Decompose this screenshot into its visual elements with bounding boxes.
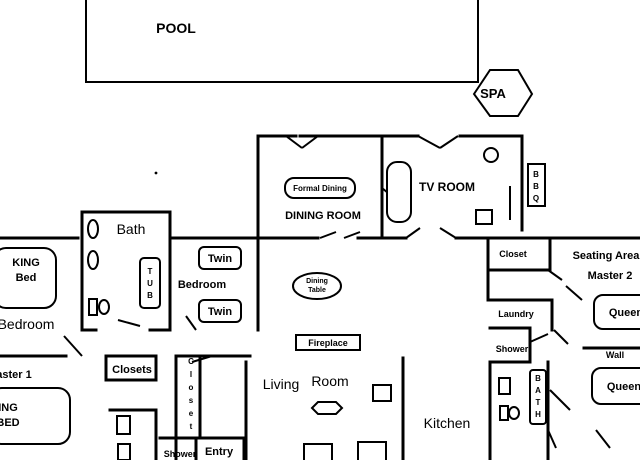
tub-letter: B — [147, 291, 153, 300]
king-bed-label: KING — [12, 257, 40, 269]
dining-room-label: DINING ROOM — [285, 210, 361, 222]
fireplace-outline — [295, 334, 361, 351]
bath-letter: T — [536, 398, 541, 407]
sink-lower — [116, 415, 131, 435]
king-bed-lower-label: ING — [0, 402, 18, 414]
king-bed-lower: ING BED — [0, 387, 71, 445]
shower-right-label: Shower — [496, 344, 529, 354]
queen-bed-bottom-outline — [591, 367, 640, 405]
toilet-bowl — [98, 299, 110, 315]
king-bed-outline — [0, 247, 57, 309]
master2-label: Master 2 — [588, 270, 633, 282]
kitchen-label: Kitchen — [424, 415, 471, 431]
king-bed-label: Bed — [16, 272, 37, 284]
queen-bed-top-outline — [593, 294, 640, 330]
toilet-bowl-right — [508, 406, 520, 420]
twin-bedroom: Twin Bedroom Twin — [178, 246, 242, 323]
closet-letter: e — [189, 409, 194, 418]
bath: Bath T U B — [87, 219, 161, 316]
walls — [0, 134, 640, 460]
tub-letter: U — [147, 279, 153, 288]
fireplace-label: Fireplace — [308, 338, 348, 348]
bbq-letter: B — [533, 170, 539, 179]
formal-dining-label: Formal Dining — [293, 184, 347, 193]
armchair — [372, 384, 392, 402]
sofa-right — [357, 441, 387, 460]
bath-letter: A — [535, 386, 541, 395]
closet-vertical: C l o s e t — [188, 357, 194, 431]
laundry-label: Laundry — [498, 309, 534, 319]
bath-letter: B — [535, 374, 541, 383]
room-label: Room — [311, 373, 348, 389]
master1-bath — [116, 415, 131, 460]
spa-outline — [472, 69, 534, 117]
dining-table-label: Dining — [306, 278, 328, 285]
queen-bed-top: Queen — [593, 294, 640, 330]
bbq-letter: B — [533, 182, 539, 191]
sofa-left — [303, 443, 333, 460]
toilet-lower — [117, 443, 131, 460]
dot — [154, 171, 158, 175]
entry-label: Entry — [205, 446, 234, 458]
seating-area-label: Seating Area — [573, 250, 640, 262]
tub-letter: T — [148, 267, 153, 276]
closet-letter: t — [190, 422, 193, 431]
dining-table-outline — [292, 272, 342, 300]
twin-bed-bottom — [198, 299, 242, 323]
tv-room: TV ROOM — [386, 147, 499, 225]
side-table — [475, 209, 493, 225]
pool-label: POOL — [156, 20, 196, 36]
king-bed: KING Bed — [0, 247, 57, 309]
closet-right-label: Closet — [499, 249, 527, 259]
wall-label: Wall — [606, 350, 624, 360]
spa: SPA — [472, 69, 534, 117]
master1-label: aster 1 — [0, 369, 32, 381]
king-bed-lower-outline — [0, 387, 71, 445]
closet-letter: C — [188, 357, 194, 366]
pool: POOL — [85, 0, 479, 83]
sofa — [386, 161, 412, 223]
twin-bed-top — [198, 246, 242, 270]
toilet-tank-right — [499, 405, 509, 421]
twin-bottom-label: Twin — [208, 306, 233, 318]
bbq-letter: Q — [533, 194, 539, 203]
spa-label: SPA — [480, 86, 506, 101]
closets-label: Closets — [112, 364, 152, 376]
closet-letter: l — [190, 370, 192, 379]
formal-dining: Formal Dining — [284, 177, 356, 199]
closet-letter: o — [189, 383, 194, 392]
bath-letter: H — [535, 410, 541, 419]
bath-right: B A T H — [498, 369, 547, 425]
bedroom-left-label: Bedroom — [0, 316, 54, 332]
tv-room-label: TV ROOM — [419, 180, 475, 194]
fireplace: Fireplace — [295, 334, 361, 351]
twin-top-label: Twin — [208, 253, 233, 265]
door-swings — [63, 135, 611, 449]
formal-dining-table — [284, 177, 356, 199]
pool-outline — [85, 0, 479, 83]
sink — [87, 250, 99, 270]
lamp — [483, 147, 499, 163]
shower-bottom-label: Shower — [164, 449, 197, 459]
queen-top-label: Queen — [609, 307, 640, 319]
dining-table-label: Table — [308, 287, 326, 294]
sink-right — [498, 377, 511, 395]
bbq: B B Q — [527, 163, 546, 207]
toilet-tank — [88, 298, 98, 316]
bedroom-mid-label: Bedroom — [178, 279, 227, 291]
bath-label: Bath — [117, 221, 146, 237]
closet-letter: s — [189, 396, 194, 405]
tub-right — [529, 369, 547, 425]
queen-bed-bottom: Queen — [591, 367, 640, 405]
bbq-outline — [527, 163, 546, 207]
dining-table: Dining Table — [292, 272, 342, 300]
king-bed-lower-label: BED — [0, 417, 20, 429]
coffee-table — [310, 401, 344, 415]
queen-bottom-label: Queen — [607, 381, 640, 393]
living-label: Living — [263, 376, 300, 392]
sink — [87, 219, 99, 239]
tub — [139, 257, 161, 309]
